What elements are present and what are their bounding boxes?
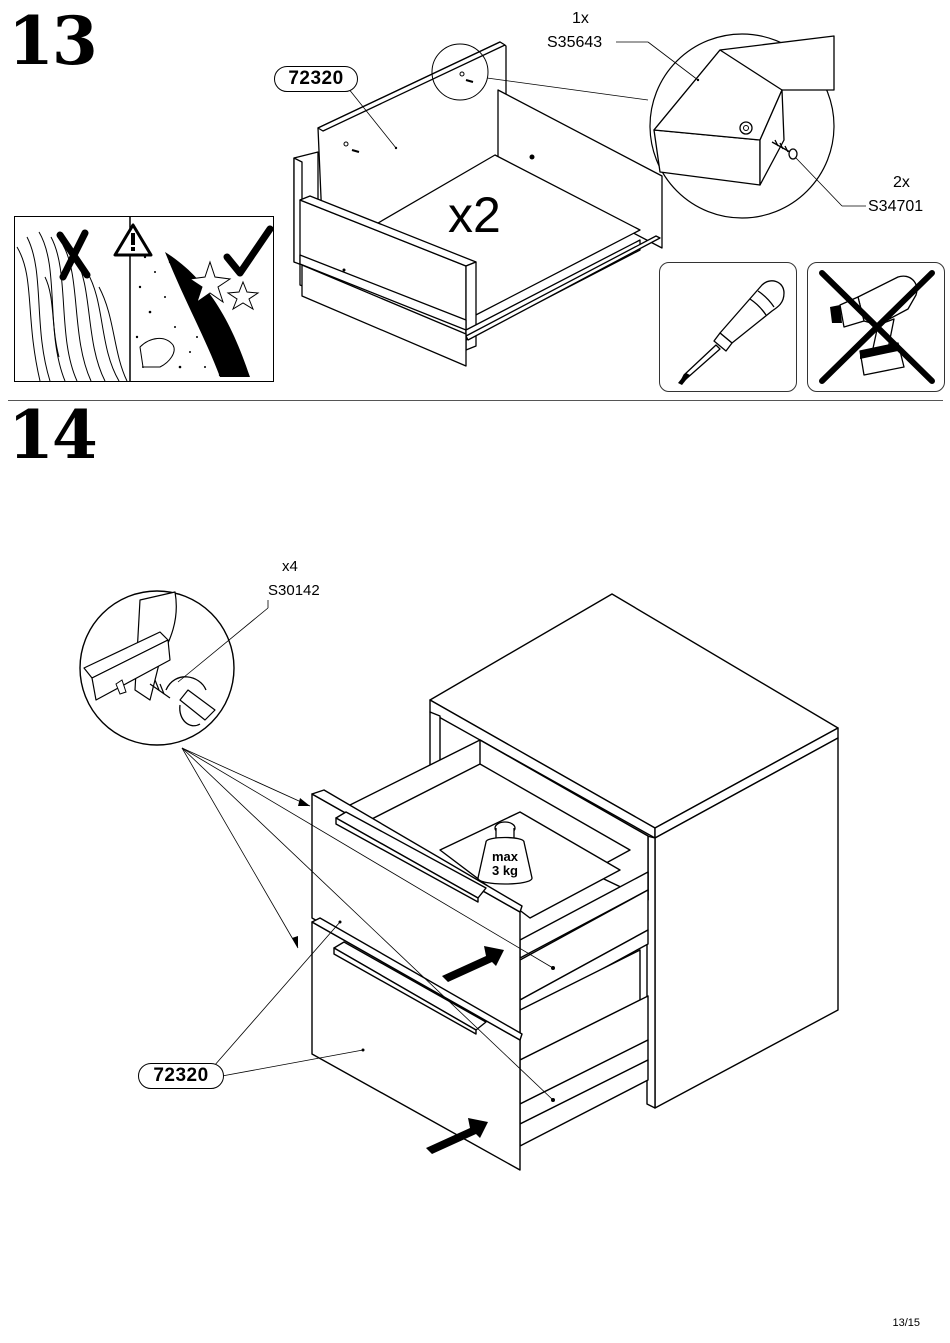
- hardware-qty-1: 1x: [572, 10, 589, 27]
- step13-drawer-illustration: [293, 33, 866, 367]
- warning-icon: [113, 223, 153, 257]
- power-drill-icon: [819, 270, 935, 384]
- step14-hardware-code: S30142: [268, 582, 320, 599]
- cross-icon: [56, 229, 91, 281]
- section-divider: [8, 400, 943, 401]
- surface-warning-panel: [14, 216, 274, 382]
- part-label-72320: 72320: [274, 66, 358, 92]
- hardware-qty-2: 2x: [893, 174, 910, 191]
- hardware-code-1: S35643: [547, 34, 603, 51]
- check-icon: [223, 225, 273, 277]
- weight-limit-line1: max: [491, 849, 519, 864]
- step14-hardware-qty: x4: [282, 558, 298, 575]
- surface-warning-drawing: [16, 217, 273, 381]
- step-number-13: 13: [8, 2, 98, 80]
- weight-icon: [477, 821, 533, 885]
- tool-allowed-panel: [659, 262, 797, 392]
- hardware-code-2: S34701: [868, 198, 924, 215]
- part-label-72320-step14: 72320: [138, 1063, 224, 1089]
- drawer-multiplier: x2: [448, 187, 501, 243]
- forbidden-cross-icon: [819, 270, 935, 384]
- step-number-14: 14: [8, 396, 98, 474]
- screwdriver-icon: [678, 280, 785, 385]
- tool-forbidden-panel: [807, 262, 945, 392]
- page-number: 13/15: [892, 1317, 920, 1329]
- weight-limit-line2: 3 kg: [491, 863, 518, 878]
